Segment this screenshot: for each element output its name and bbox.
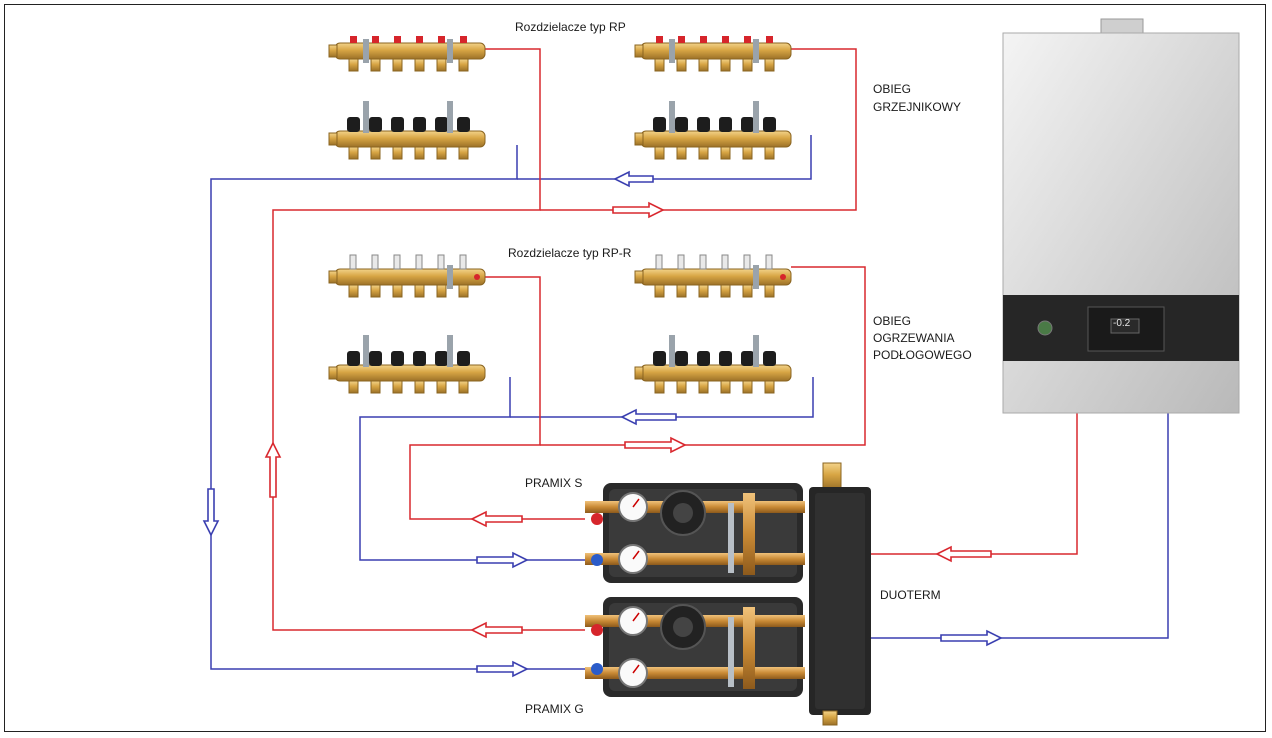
pipe-supply-radiator-2 <box>540 48 857 211</box>
pramix-g-label: PRAMIX G <box>525 702 584 716</box>
supply-valve-icon <box>591 513 603 525</box>
pipe-supply-floor-2 <box>540 266 866 446</box>
pipe-return-floor-2 <box>510 377 814 418</box>
manifold-icon <box>634 35 792 160</box>
arrow-icon <box>470 621 523 639</box>
boiler-display-text: -0.2 <box>1113 318 1131 329</box>
pipe-return-radiator <box>210 145 585 670</box>
rpr-manifold-title: Rozdzielacze typ RP-R <box>508 246 632 260</box>
duoterm-label: DUOTERM <box>880 588 941 602</box>
arrow-icon <box>940 629 1003 647</box>
floor-circuit-label-3: PODŁOGOWEGO <box>873 348 972 362</box>
manifold-icon <box>634 254 792 394</box>
pipe-return-floor <box>359 377 585 561</box>
boiler-icon <box>1002 18 1240 414</box>
arrow-icon <box>476 660 529 678</box>
supply-valve-icon <box>591 624 603 636</box>
arrow-icon <box>935 545 992 563</box>
pump-group-icon <box>584 482 806 584</box>
radiator-circuit-label-1: OBIEG <box>873 82 912 96</box>
arrow-icon <box>476 551 529 569</box>
arrow-icon <box>264 441 282 498</box>
arrow-icon <box>470 510 523 528</box>
arrow-icon <box>202 488 220 537</box>
floor-circuit-label-1: OBIEG <box>873 314 912 328</box>
arrow-icon <box>624 436 687 454</box>
pipe-supply-floor <box>409 276 585 520</box>
return-valve-icon <box>591 554 603 566</box>
rp-manifold-title: Rozdzielacze typ RP <box>515 20 626 34</box>
pramix-s-label: PRAMIX S <box>525 476 583 490</box>
heating-diagram <box>202 18 1240 726</box>
hydraulic-separator-icon <box>809 462 871 726</box>
return-valve-icon <box>591 663 603 675</box>
manifold-icon <box>328 35 486 160</box>
floor-circuit-label-2: OGRZEWANIA <box>873 331 955 345</box>
pipe-boiler-supply <box>871 413 1078 555</box>
diagram-frame: Rozdzielacze typ RP OBIEG GRZEJNIKOWY Ro… <box>4 4 1266 732</box>
radiator-circuit-label-2: GRZEJNIKOWY <box>873 100 962 114</box>
pipe-supply-radiator <box>272 48 585 631</box>
manifold-icon <box>328 254 486 394</box>
pipe-boiler-return <box>871 413 1169 639</box>
arrow-icon <box>620 408 677 426</box>
arrow-icon <box>613 170 654 188</box>
pump-group-icon <box>584 596 806 698</box>
arrow-icon <box>612 201 665 219</box>
